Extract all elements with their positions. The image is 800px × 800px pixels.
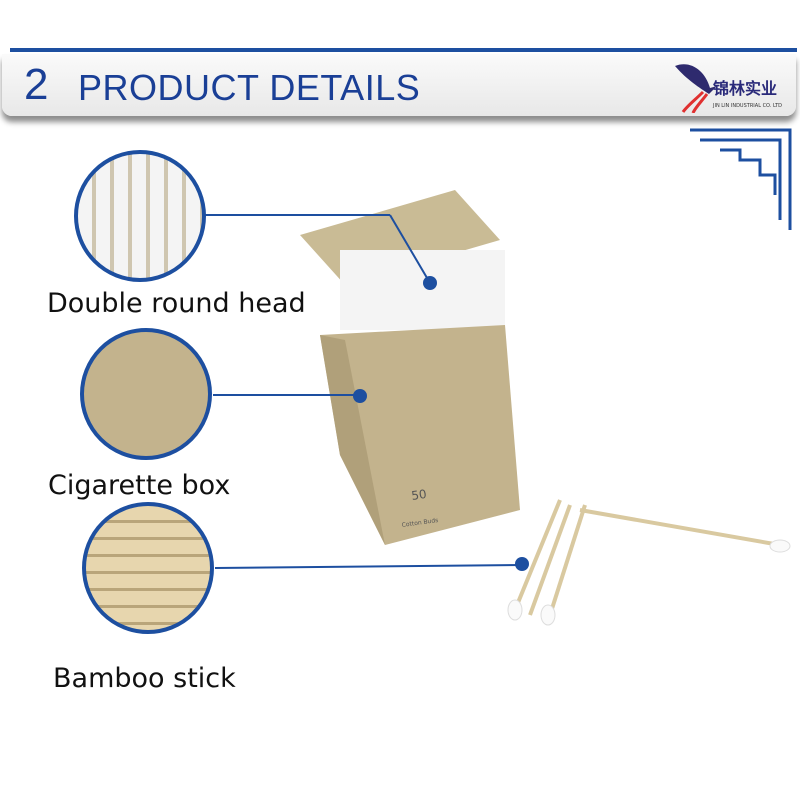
cigarette-box: 50 Cotton Buds xyxy=(300,190,520,545)
bird-logo-icon xyxy=(675,64,717,113)
header-rule xyxy=(10,48,797,52)
detail-circle-head xyxy=(74,150,206,282)
callout-line-3 xyxy=(214,564,523,569)
corner-ornament xyxy=(690,128,792,230)
header-bar xyxy=(2,54,796,116)
box-count: 50 xyxy=(410,487,427,503)
label-bamboo-stick: Bamboo stick xyxy=(53,663,236,694)
detail-circle-stick xyxy=(82,502,214,634)
callout-dot-2 xyxy=(353,389,367,403)
section-title: PRODUCT DETAILS xyxy=(78,67,421,108)
logo-text: 锦林实业 xyxy=(713,79,778,98)
label-cigarette-box: Cigarette box xyxy=(48,470,231,501)
loose-swabs xyxy=(513,499,781,616)
logo-subtext: JIN LIN INDUSTRIAL CO. LTD xyxy=(713,103,782,109)
callout-dot-3 xyxy=(515,557,529,571)
section-number: 2 xyxy=(24,60,49,109)
detail-circle-box xyxy=(80,328,212,460)
callout-dot-1 xyxy=(423,276,437,290)
label-double-round-head: Double round head xyxy=(47,288,306,319)
